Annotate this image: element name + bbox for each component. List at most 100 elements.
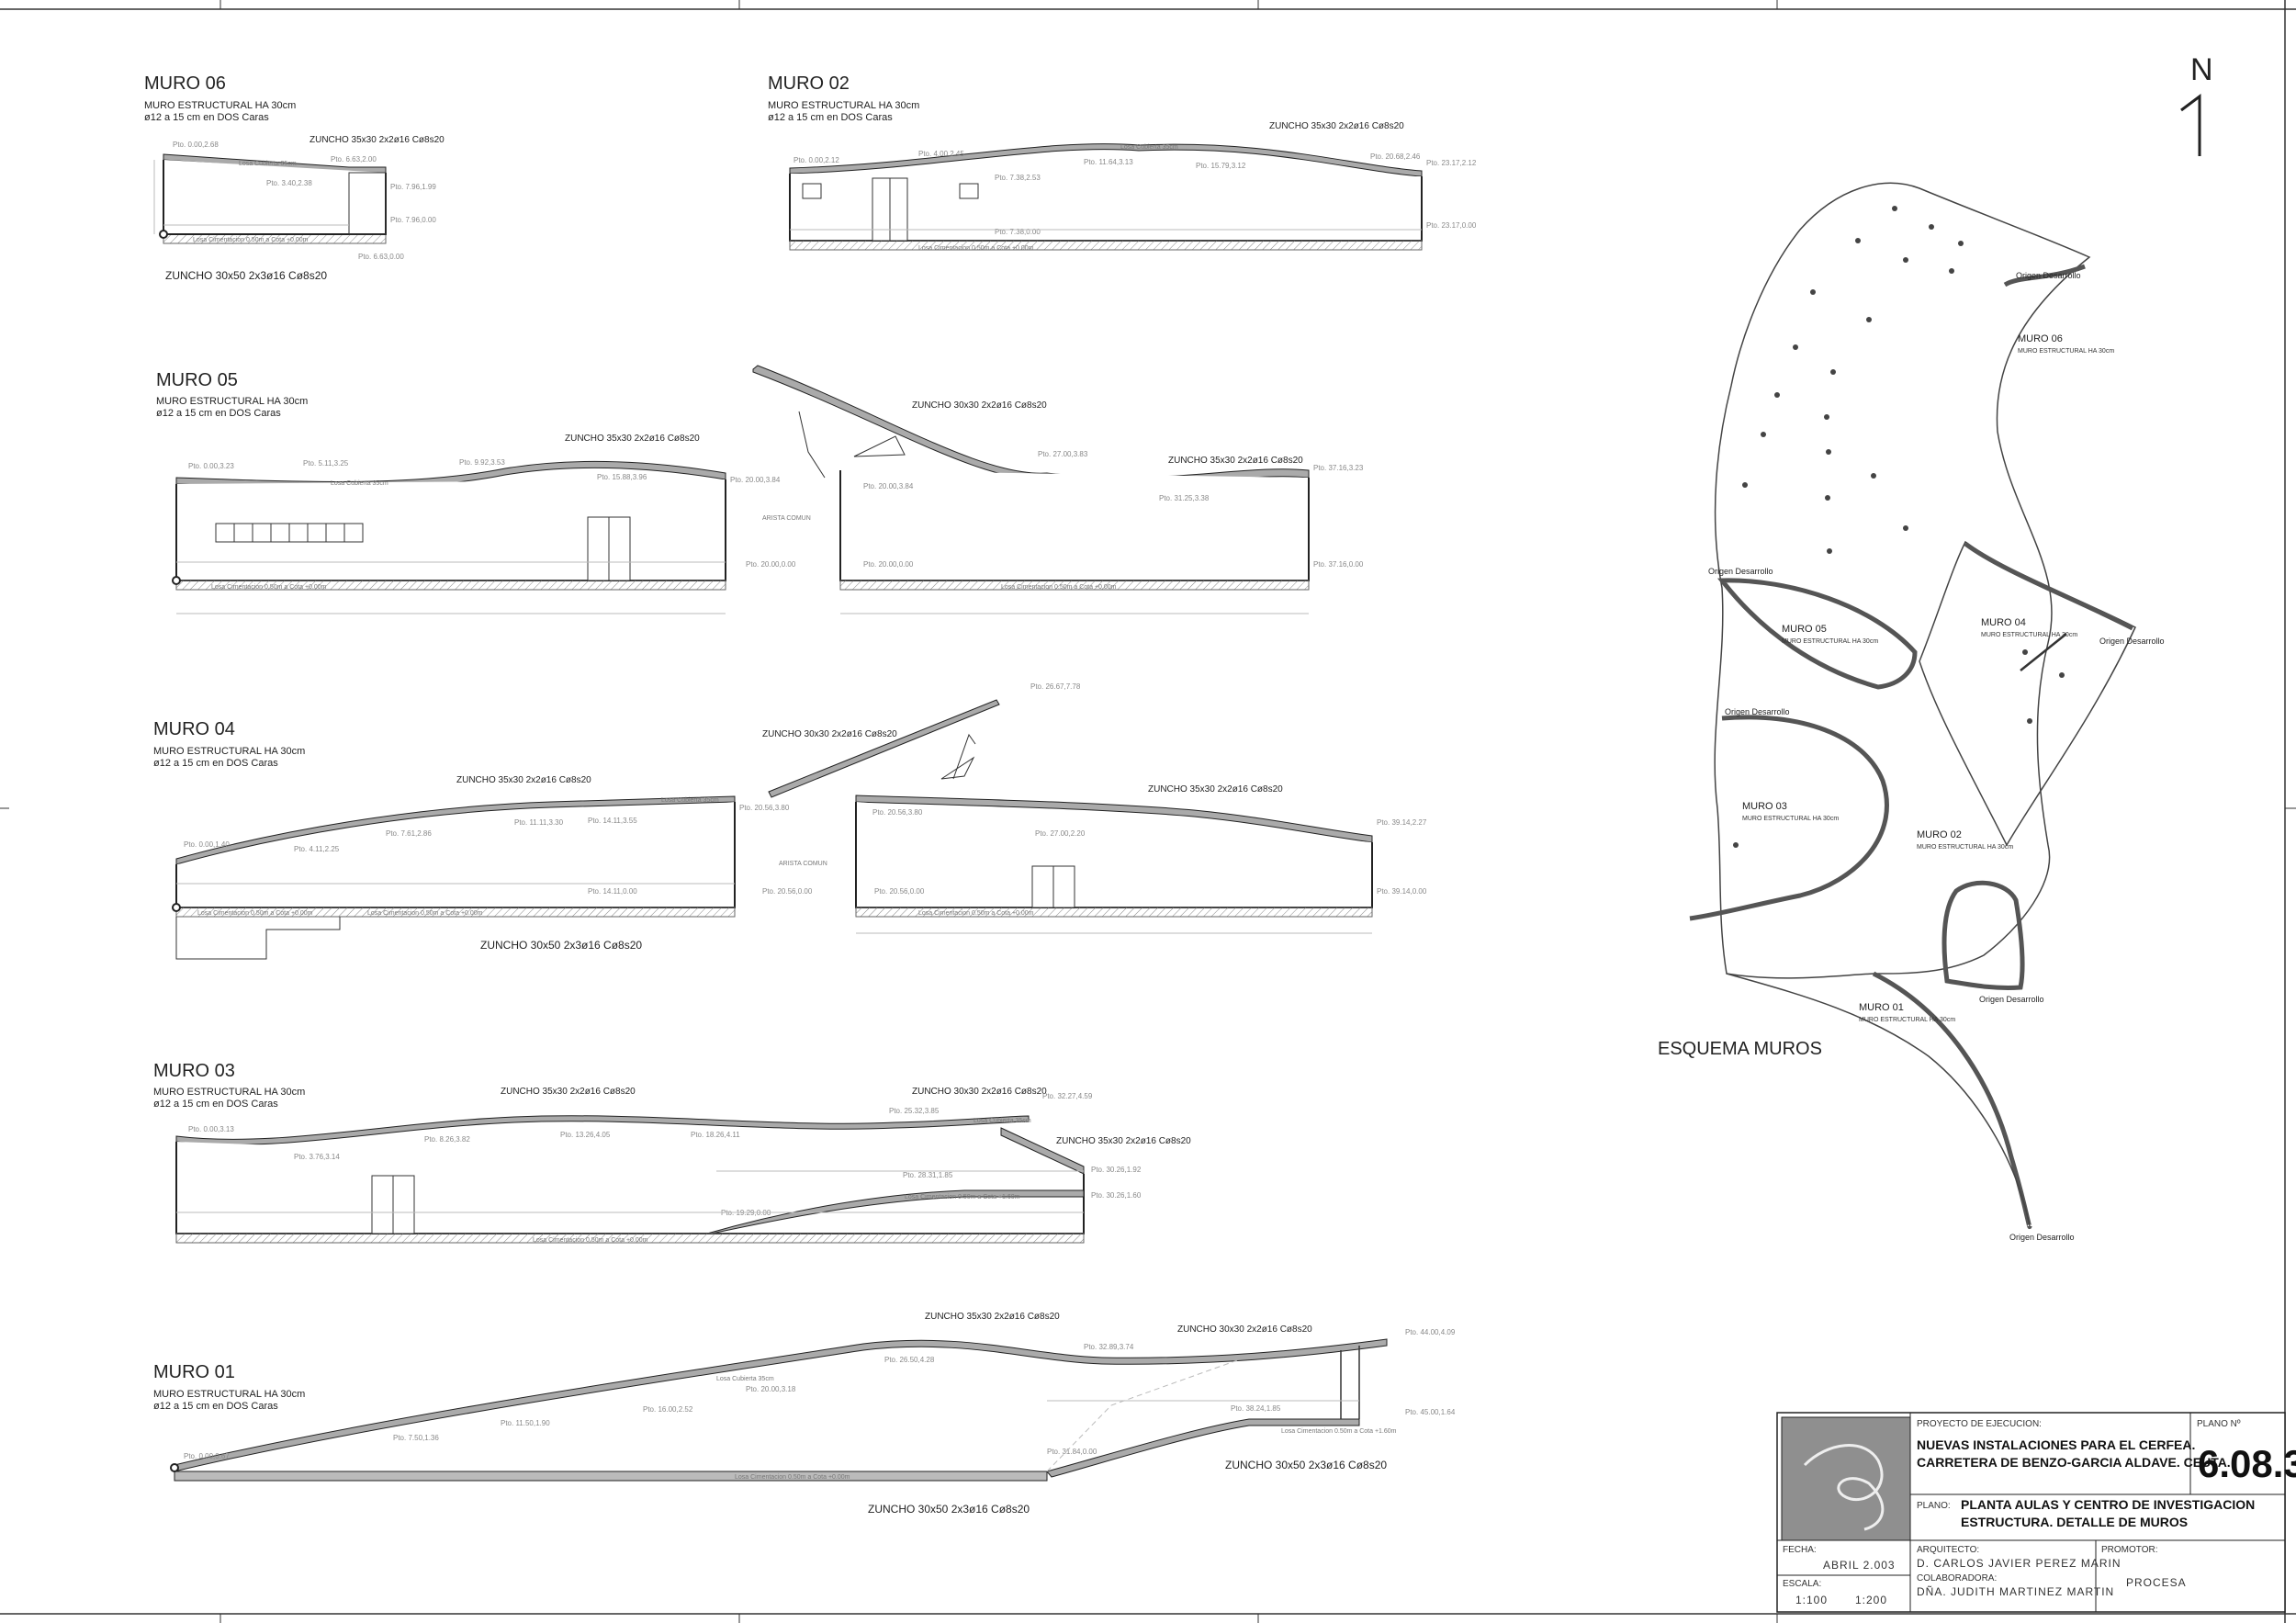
walls-muro02-pts-6: Pto. 23.17,2.12 (1426, 159, 1477, 167)
muro-05-beam-right: ZUNCHO 35x30 2x2ø16 Cø8s20 (1168, 456, 1303, 466)
muro-02-window-2 (959, 183, 979, 199)
drawing-element (2022, 649, 2028, 655)
schema-muro03-wall (1689, 715, 1889, 921)
schema-outline (1714, 182, 2091, 979)
muro-01-rebar: ø12 a 15 cm en DOS Caras (153, 1401, 278, 1412)
schema-muro01-label: MURO 01 (1859, 1002, 1904, 1013)
walls-muro02-pts-4: Pto. 15.79,3.12 (1196, 162, 1246, 170)
schema-title: ESQUEMA MUROS (1658, 1039, 1822, 1059)
schema-origin-5: Origen Desarrollo (1979, 995, 2044, 1004)
walls-muro01-pts-3: Pto. 16.00,2.52 (643, 1405, 693, 1414)
muro-04-beam-right: ZUNCHO 35x30 2x2ø16 Cø8s20 (1148, 784, 1283, 795)
walls-muro03-pts-2: Pto. 8.26,3.82 (424, 1135, 470, 1144)
drawing-element (1810, 289, 1816, 295)
walls-muro03-pts-1: Pto. 3.76,3.14 (294, 1153, 340, 1161)
tb-arq-head: ARQUITECTO: (1917, 1545, 1979, 1555)
walls-muro02-pts-7: Pto. 7.38,0.00 (995, 228, 1041, 236)
muro-04-rebar: ø12 a 15 cm en DOS Caras (153, 758, 278, 769)
common-wall-type: MURO ESTRUCTURAL HA 30cm (1782, 638, 1878, 645)
schema-column-marks (1733, 206, 2065, 848)
drawing-element (1866, 317, 1872, 322)
drawing-element (1949, 268, 1954, 274)
drawing-element (1825, 495, 1830, 501)
schema-origin-3: Origen Desarrollo (1725, 707, 1790, 716)
muro-03-beam-right: ZUNCHO 35x30 2x2ø16 Cø8s20 (1056, 1136, 1191, 1146)
walls-muro05-pts-6: Pto. 20.00,3.84 (863, 482, 914, 490)
common-wall-type: MURO ESTRUCTURAL HA 30cm (1981, 632, 2077, 638)
tb-plano-num: 6.08.3 (2198, 1442, 2296, 1485)
muro-03-title: MURO 03 (153, 1061, 235, 1081)
walls-muro04-pts-6: Pto. 20.56,3.80 (872, 808, 923, 817)
walls-muro04-pts-13: Pto. 39.14,0.00 (1377, 887, 1427, 896)
drawing-element (1826, 449, 1831, 455)
common-wall-type: MURO ESTRUCTURAL HA 30cm (1742, 816, 1839, 822)
common-roof-slab: Losa Cubierta 35cm (974, 1118, 1031, 1124)
tb-prom: PROCESA (2126, 1576, 2187, 1589)
muro-01-foundation (174, 1471, 1048, 1482)
drawing-element (1742, 482, 1748, 488)
muro-05-support (798, 411, 826, 479)
walls-muro04-pts-9: Pto. 39.14,2.27 (1377, 818, 1427, 827)
tb-project-1: NUEVAS INSTALACIONES PARA EL CERFEA. (1917, 1437, 2195, 1452)
walls-muro02-pts-1: Pto. 4.00,2.45 (918, 150, 964, 158)
schema-muro06-wall (2003, 264, 2086, 287)
muro-04-beam-mid: ZUNCHO 30x30 2x2ø16 Cø8s20 (762, 729, 897, 739)
common-foundation-slab: Losa Cimentacion 0.50m a Cota +0.00m (1001, 584, 1117, 591)
walls-muro03-pts-10: Pto. 30.26,1.60 (1091, 1191, 1142, 1200)
drawing-element (2027, 718, 2032, 724)
walls-muro05-pts-2: Pto. 9.92,3.53 (459, 458, 505, 467)
common-foundation-slab: Losa Cimentacion 0.50m a Cota +0.00m (918, 245, 1034, 252)
walls-muro05-pts-7: Pto. 31.25,3.38 (1159, 494, 1210, 502)
walls-muro04-pts-4: Pto. 14.11,3.55 (588, 817, 637, 825)
common-foundation-slab: Losa Cimentacion 0.50m a Cota +0.00m (211, 584, 327, 591)
schema-origin-1: Origen Desarrollo (2016, 271, 2081, 280)
walls-muro04-pts-11: Pto. 20.56,0.00 (762, 887, 813, 896)
walls-muro04-pts-10: Pto. 14.11,0.00 (588, 887, 637, 896)
muro-03-foundation (175, 1233, 1085, 1244)
tb-plano-head: PLANO Nº (2197, 1419, 2241, 1429)
schema-lower-outline (1726, 973, 2031, 1227)
tb-project-2: CARRETERA DE BENZO-GARCIA ALDAVE. CEUTA. (1917, 1455, 2231, 1470)
schema-muro02-label: MURO 02 (1917, 829, 1962, 840)
walls-muro01-pts-7: Pto. 44.00,4.09 (1405, 1328, 1456, 1336)
muro-03-roof-slab-incl (1000, 1127, 1085, 1175)
drawing-element (1793, 344, 1798, 350)
drawing-element (1871, 473, 1876, 479)
walls-muro02-pts-3: Pto. 11.64,3.13 (1084, 158, 1133, 166)
tb-project-head: PROYECTO DE EJECUCION: (1917, 1419, 2042, 1429)
schema-muro04-wall (1964, 541, 2134, 631)
walls-muro01-pts-5: Pto. 26.50,4.28 (884, 1356, 935, 1364)
muro-04-elevation: MURO 04 MURO ESTRUCTURAL HA 30cm ø12 a 1… (153, 682, 1427, 960)
muro-03-roof-slab (175, 1115, 1030, 1145)
common-foundation-slab: Losa Cimentacion 0.50m a Cota +0.00m (735, 1474, 850, 1481)
walls-muro06-pts-2: Pto. 6.63,2.00 (331, 155, 377, 163)
walls-muro03-pts-3: Pto. 13.26,4.05 (560, 1131, 611, 1139)
schema-muro04-area (1919, 540, 2136, 847)
schema-origin-2: Origen Desarrollo (1708, 567, 1773, 576)
walls-muro04-pts-12: Pto. 20.56,0.00 (874, 887, 925, 896)
muro-05-foundation-right (839, 580, 1310, 591)
muro-04-title: MURO 04 (153, 719, 235, 739)
muro-06-opening (348, 172, 387, 235)
muro-06-origin-mark (159, 230, 168, 239)
muro-04-beam-top: ZUNCHO 35x30 2x2ø16 Cø8s20 (456, 775, 591, 785)
walls-muro06-pts-4: Pto. 7.96,0.00 (390, 216, 436, 224)
walls-muro02-pts-8: Pto. 23.17,0.00 (1426, 221, 1477, 230)
drawing-element (2020, 633, 2067, 671)
walls-muro02-pts-5: Pto. 20.68,2.46 (1370, 152, 1421, 161)
muro-05-arista: ARISTA COMUN (762, 515, 811, 522)
muro-01-roof-slab (174, 1338, 1388, 1472)
drawing-element (1733, 842, 1739, 848)
tb-col: DÑA. JUDITH MARTINEZ MARTIN (1917, 1585, 2114, 1598)
muro-04-type: MURO ESTRUCTURAL HA 30cm (153, 746, 305, 757)
drawing-element (172, 903, 181, 912)
muro-01-elevation: MURO 01 MURO ESTRUCTURAL HA 30cm ø12 a 1… (153, 1312, 1456, 1516)
walls-muro01-pts-2: Pto. 11.50,1.90 (501, 1419, 550, 1427)
walls-muro03-pts-7: Pto. 28.31,1.85 (903, 1171, 953, 1179)
muro-04-roof-slab-inclined (768, 699, 1000, 798)
muro-05-type: MURO ESTRUCTURAL HA 30cm (156, 396, 308, 407)
walls-muro04-pts-1: Pto. 4.11,2.25 (294, 845, 340, 853)
drawing-element (1824, 414, 1829, 420)
